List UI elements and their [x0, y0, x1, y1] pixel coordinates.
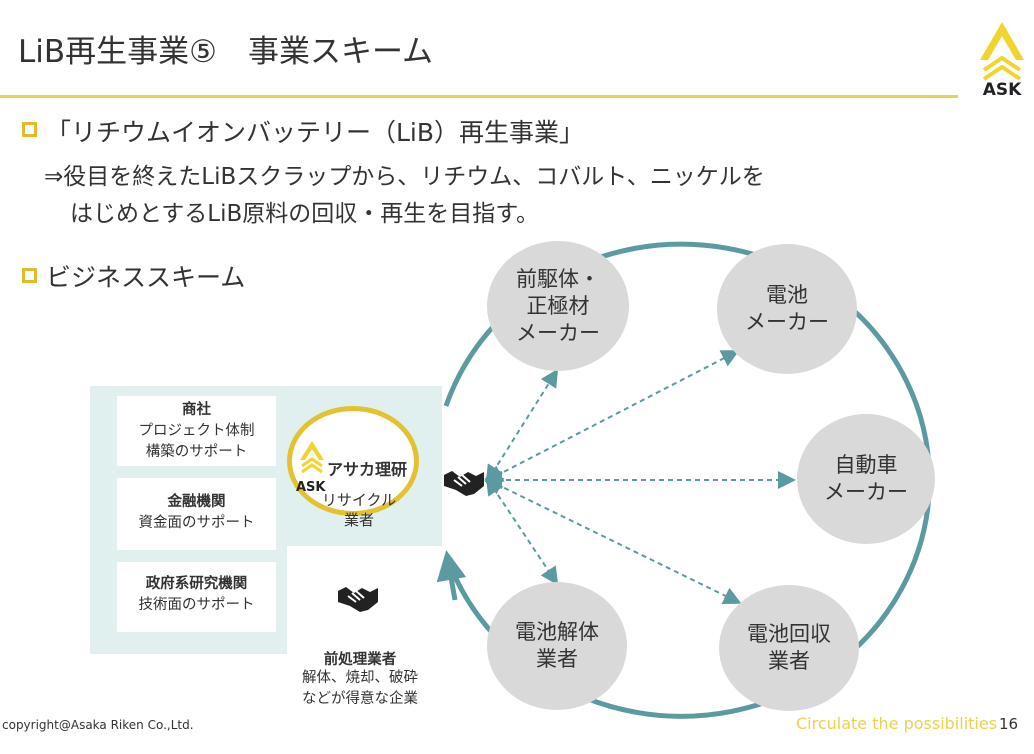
asaka-role: リサイクル 業者: [321, 491, 397, 529]
section-heading-lib: 「リチウムイオンバッテリー（LiB）再生事業」: [46, 118, 585, 147]
preprocessor-desc: 解体、焼却、破砕 などが得意な企業: [302, 670, 418, 707]
asaka-ask-label: ASK: [296, 480, 326, 495]
tagline: Circulate the possibilities: [796, 714, 998, 733]
logo-text: ASK: [982, 80, 1022, 100]
page-number: 16: [999, 715, 1019, 733]
node-battery-dismantling: 電池解体 業者: [487, 582, 627, 710]
ask-logo-icon: [980, 22, 1024, 81]
link-battery-maker: [484, 350, 740, 482]
support-card-finance: 金融機関 資金面のサポート: [117, 478, 276, 550]
section-heading-scheme: ビジネススキーム: [46, 263, 246, 292]
title-underline: [0, 95, 958, 98]
preprocessor-title: 前処理業者: [323, 652, 397, 668]
node-auto-maker: 自動車 メーカー: [797, 414, 935, 544]
node-precursor-maker: 前駆体・ 正極材 メーカー: [487, 241, 629, 371]
description-line-1: ⇒役目を終えたLiBスクラップから、リチウム、コバルト、ニッケルを: [44, 164, 765, 190]
card-title: 金融機関: [167, 494, 226, 510]
handshake-icon: [338, 587, 378, 612]
slide-title: LiB再生事業⑤ 事業スキーム: [18, 34, 434, 70]
description-line-2: はじめとするLiB原料の回収・再生を目指す。: [70, 201, 539, 227]
node-battery-collection: 電池回収 業者: [719, 585, 859, 711]
card-title: 政府系研究機関: [145, 576, 248, 592]
support-card-research: 政府系研究機関 技術面のサポート: [117, 562, 276, 632]
copyright: copyright@Asaka Riken Co.,Ltd.: [2, 718, 194, 732]
card-desc: 技術面のサポート: [138, 597, 255, 613]
ask-logo-small-icon: [300, 441, 324, 474]
bullet-square-icon: [22, 122, 37, 137]
link-battery-collection: [484, 478, 742, 604]
link-battery-dismantling: [485, 476, 559, 586]
bullet-square-icon: [22, 268, 37, 283]
handshake-icon: [444, 471, 484, 496]
asaka-riken-name: アサカ理研: [327, 460, 408, 479]
card-title: 商社: [182, 402, 211, 418]
link-precursor: [485, 368, 559, 484]
cycle-ring-arrow: [436, 550, 467, 601]
support-card-trading: 商社 プロジェクト体制 構築のサポート: [117, 396, 276, 466]
card-desc: 資金面のサポート: [138, 515, 255, 531]
node-battery-maker: 電池 メーカー: [717, 244, 857, 374]
card-desc: プロジェクト体制 構築のサポート: [138, 423, 255, 460]
